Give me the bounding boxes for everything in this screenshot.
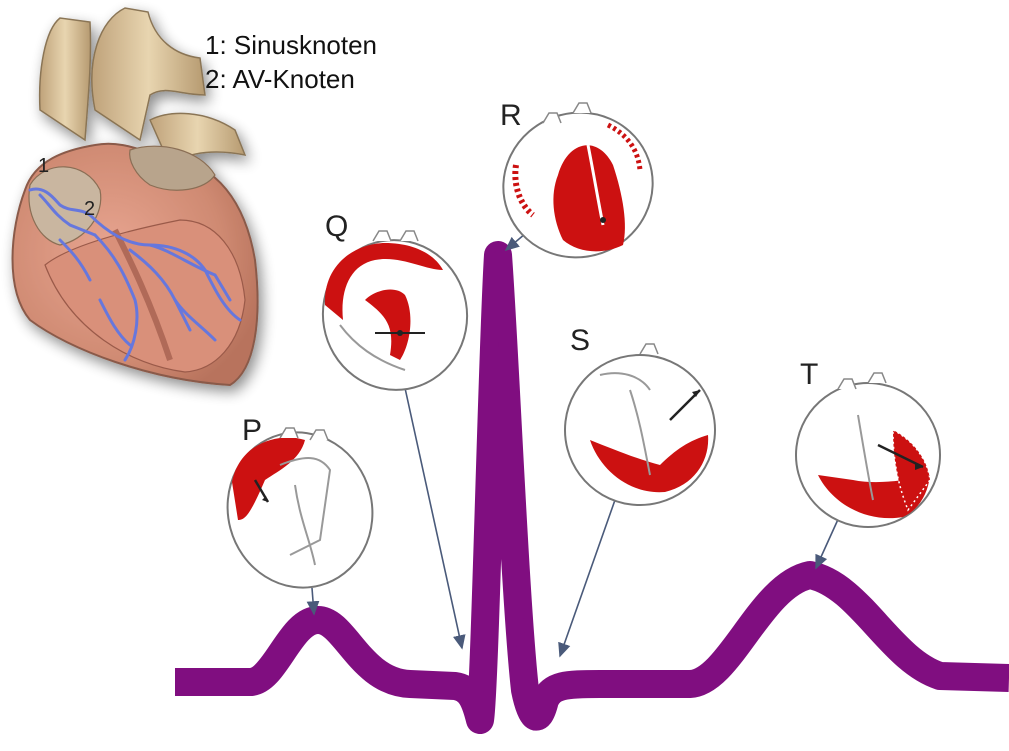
label-t: T [800, 358, 818, 391]
label-s: S [570, 324, 590, 357]
legend-av-knoten: 2: AV-Knoten [205, 62, 505, 96]
arrow-q [405, 388, 462, 648]
superior-vena-cava [40, 18, 91, 140]
heart-s [548, 338, 732, 522]
marker-1: 1 [38, 155, 49, 177]
marker-2: 2 [84, 198, 95, 220]
label-q: Q [325, 210, 348, 243]
heart-t [780, 367, 956, 543]
arrow-t [816, 515, 840, 568]
arrow-s [560, 500, 615, 656]
heart-p [210, 416, 389, 604]
heart-q [311, 229, 479, 402]
legend-sinusknoten: 1: Sinusknoten [205, 28, 505, 62]
label-r: R [500, 99, 522, 132]
label-p: P [242, 414, 262, 447]
